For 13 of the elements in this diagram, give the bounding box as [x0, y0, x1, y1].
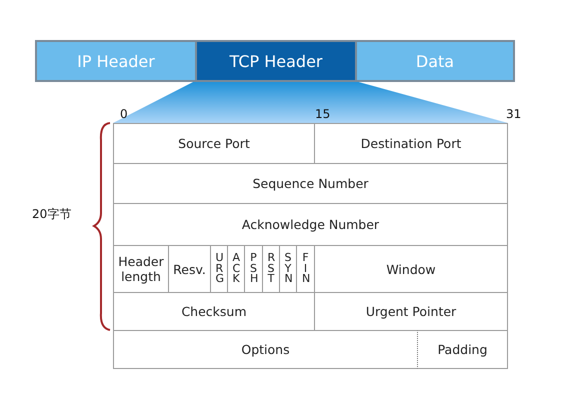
ip-header-box: IP Header [35, 40, 197, 82]
tcp-header-box: TCP Header [195, 40, 357, 82]
field-cell: Source Port [113, 123, 315, 164]
field-cell: Padding [417, 330, 508, 369]
data-box: Data [355, 40, 515, 82]
bit-number: 0 [120, 107, 128, 121]
size-label: 20字节 [32, 206, 72, 223]
field-cell: Options [113, 330, 418, 369]
bit-number: 15 [315, 107, 330, 121]
field-cell: Destination Port [314, 123, 508, 164]
field-cell: Sequence Number [113, 163, 508, 204]
bit-number: 31 [506, 107, 522, 121]
field-cell: Acknowledge Number [113, 203, 508, 246]
